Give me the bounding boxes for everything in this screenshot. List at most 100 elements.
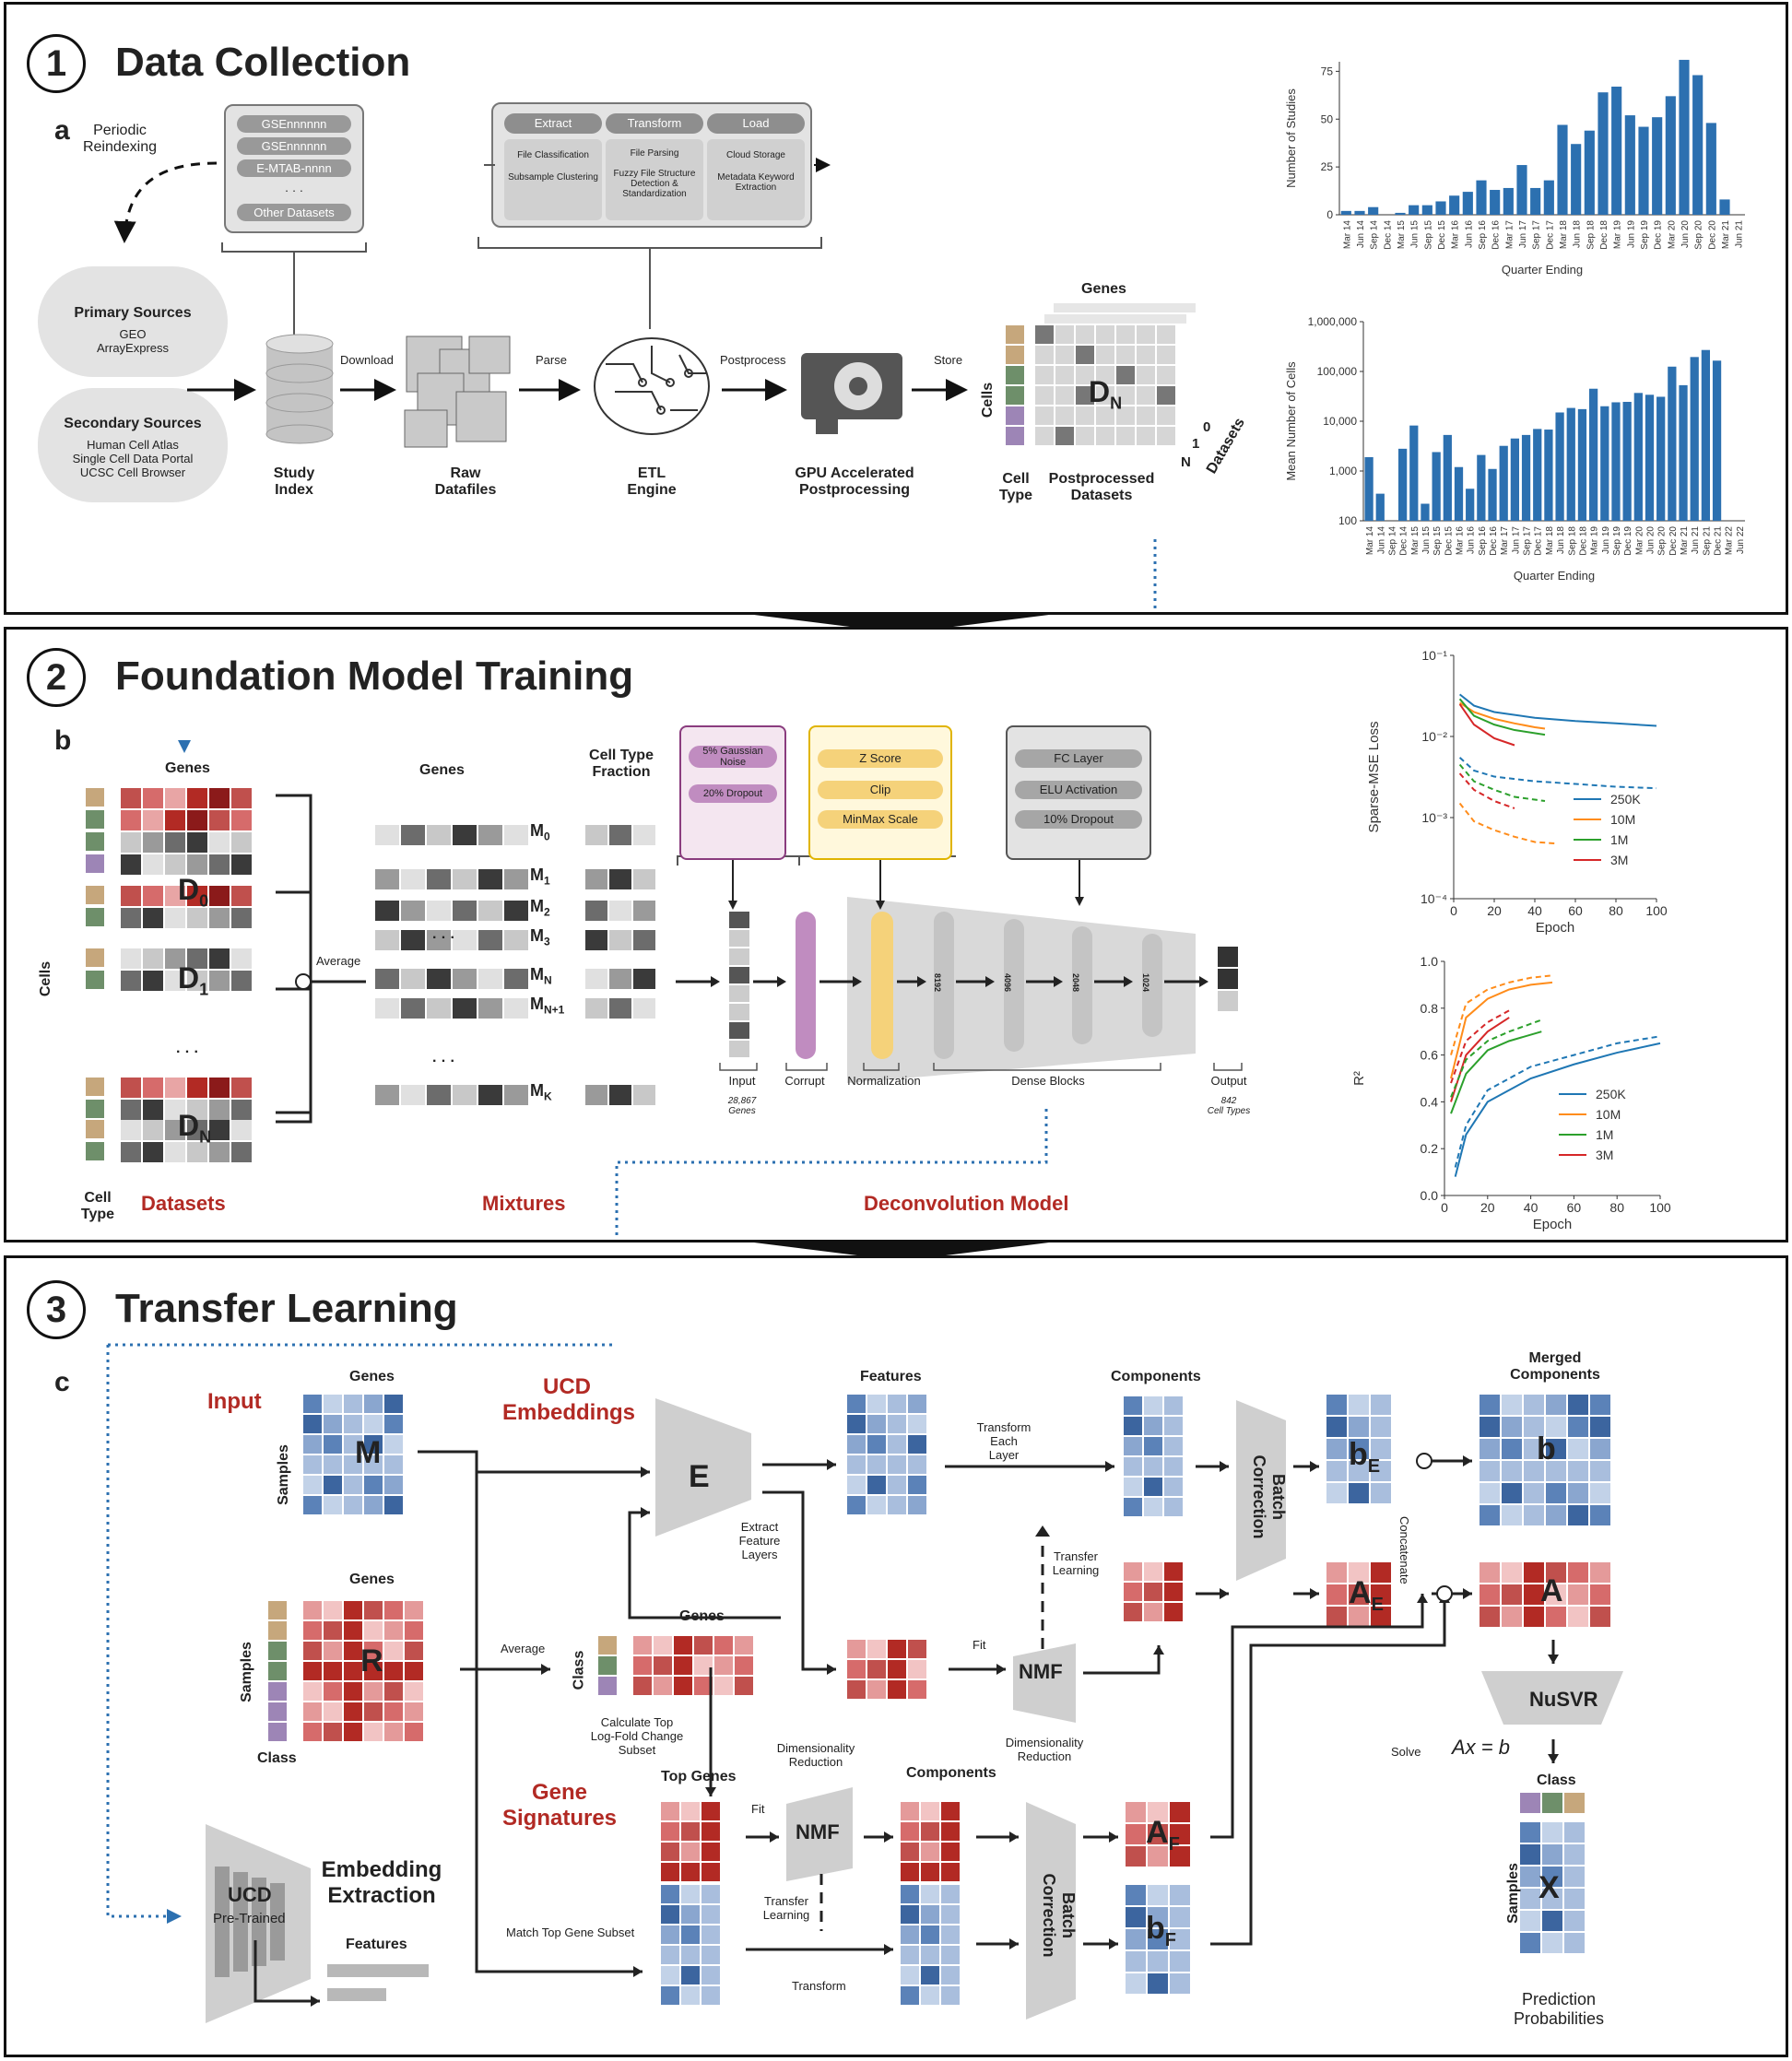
merged-b-cell — [1524, 1395, 1544, 1415]
nusvr-label: NuSVR — [1529, 1688, 1598, 1711]
matrix-cell — [187, 1142, 207, 1162]
matrix-cell — [143, 810, 163, 830]
matrix-cell — [231, 1142, 252, 1162]
merged-b-cell — [1480, 1483, 1500, 1503]
merged-a-cell — [1524, 1562, 1544, 1583]
merged-b-cell — [1524, 1439, 1544, 1459]
primary-sources-cloud — [38, 266, 228, 377]
match-gene-cell — [701, 1926, 720, 1944]
r-matrix-cell — [324, 1662, 342, 1680]
x-tick-label: 60 — [1567, 1200, 1582, 1215]
x-tick-label: Dec 15 — [1444, 526, 1454, 556]
mixture-label: MN — [530, 965, 552, 987]
x-tick-label: Sep 15 — [1432, 526, 1443, 556]
e-to-nmf-arrow — [762, 1490, 836, 1671]
series-line — [1450, 1030, 1542, 1114]
feature-cell — [888, 1496, 906, 1514]
comp-to-bc-arrow-3-head — [1009, 1831, 1019, 1843]
class-swatch — [598, 1677, 617, 1695]
mixture-cell — [401, 930, 425, 950]
layer-size-label: 4096 — [1003, 972, 1013, 993]
class-mean-cell — [674, 1656, 692, 1675]
be-cell — [1326, 1439, 1347, 1459]
matrix-cell — [187, 810, 207, 830]
y-tick-label: 10,000 — [1323, 415, 1357, 428]
sig-component-cell — [901, 1822, 919, 1841]
cell-type-swatch — [86, 948, 104, 967]
bar — [1521, 434, 1531, 521]
merged-a-cell — [1568, 1584, 1588, 1605]
feature-cell — [847, 1455, 866, 1474]
panel-title: Transfer Learning — [115, 1286, 458, 1331]
m-matrix-cell — [344, 1455, 362, 1474]
class-mean-cell — [714, 1656, 733, 1675]
m-matrix-cell — [344, 1395, 362, 1413]
bar — [1354, 210, 1365, 215]
sig-component-cell — [901, 1802, 919, 1820]
merged-b-cell — [1480, 1417, 1500, 1437]
mixture-cell — [504, 998, 528, 1019]
panel-title: Foundation Model Training — [115, 654, 634, 699]
y-tick-label: 1.0 — [1421, 954, 1439, 969]
r-matrix-cell — [364, 1601, 383, 1619]
match-gene-cell — [701, 1885, 720, 1903]
subscript: F — [1168, 1833, 1180, 1855]
bar — [1488, 468, 1497, 521]
matrix-cell — [231, 948, 252, 969]
x-tick-label: Mar 20 — [1667, 220, 1677, 250]
r-matrix-cell — [344, 1702, 362, 1721]
x-cell — [1542, 1933, 1562, 1953]
x-cell — [1564, 1822, 1585, 1843]
x-tick-label: Mar 19 — [1590, 526, 1600, 556]
matrix-cell — [209, 886, 230, 906]
concat-node — [1416, 1453, 1432, 1469]
matrix-cell — [1076, 427, 1094, 445]
matrix-cell — [187, 832, 207, 853]
bar — [1421, 503, 1430, 521]
top-gene-cell — [661, 1802, 679, 1820]
ae-cell — [1326, 1607, 1347, 1627]
x-axis-label: Quarter Ending — [1514, 569, 1595, 583]
batch-correction-label-2: Batch Correction — [1040, 1873, 1078, 1958]
merged-b-cell — [1480, 1461, 1500, 1481]
bf-cell — [1148, 1907, 1168, 1927]
sig-component-cell — [941, 1863, 960, 1881]
af-cell — [1170, 1802, 1190, 1822]
component-cell — [1124, 1583, 1142, 1601]
x-tick-label: 20 — [1487, 903, 1502, 918]
class-to-e-arrow — [628, 1511, 781, 1619]
m-matrix-cell — [364, 1435, 383, 1454]
matrix-cell — [1055, 427, 1074, 445]
mixture-cell — [427, 969, 451, 989]
etl-extract-col — [504, 139, 602, 220]
matrix-cell — [1035, 386, 1054, 405]
dense-blocks-label: Dense Blocks — [1011, 1074, 1085, 1088]
bf-cell — [1170, 1973, 1190, 1994]
bar — [1490, 190, 1501, 215]
be-cell — [1349, 1395, 1369, 1415]
merged-a-cell — [1502, 1584, 1522, 1605]
x-cell — [1564, 1889, 1585, 1909]
x-tick-label: 0 — [1441, 1200, 1448, 1215]
matrix-cell — [1157, 406, 1175, 425]
x-tick-label: Mar 21 — [1680, 526, 1690, 556]
cell-type-swatch — [86, 1120, 104, 1138]
top-gene-cell — [681, 1863, 700, 1881]
series-line — [1450, 981, 1553, 1079]
y-tick-label: 0.8 — [1421, 1001, 1439, 1016]
be-cell — [1371, 1395, 1391, 1415]
r-matrix-cell — [364, 1662, 383, 1680]
series-line — [1459, 701, 1546, 730]
mixture-cell — [504, 930, 528, 950]
mixture-cell — [401, 869, 425, 889]
matrix-cell — [1157, 366, 1175, 384]
components-label-2: Components — [906, 1765, 996, 1781]
matrix-cell — [1157, 427, 1175, 445]
feature-cell — [888, 1455, 906, 1474]
y-tick-label: 100,000 — [1317, 365, 1358, 378]
fraction-cell — [609, 901, 631, 921]
x-tick-label: Jun 14 — [1356, 220, 1366, 248]
dense-layer — [1072, 926, 1092, 1044]
be-cell — [1371, 1417, 1391, 1437]
x-tick-label: 60 — [1568, 903, 1583, 918]
